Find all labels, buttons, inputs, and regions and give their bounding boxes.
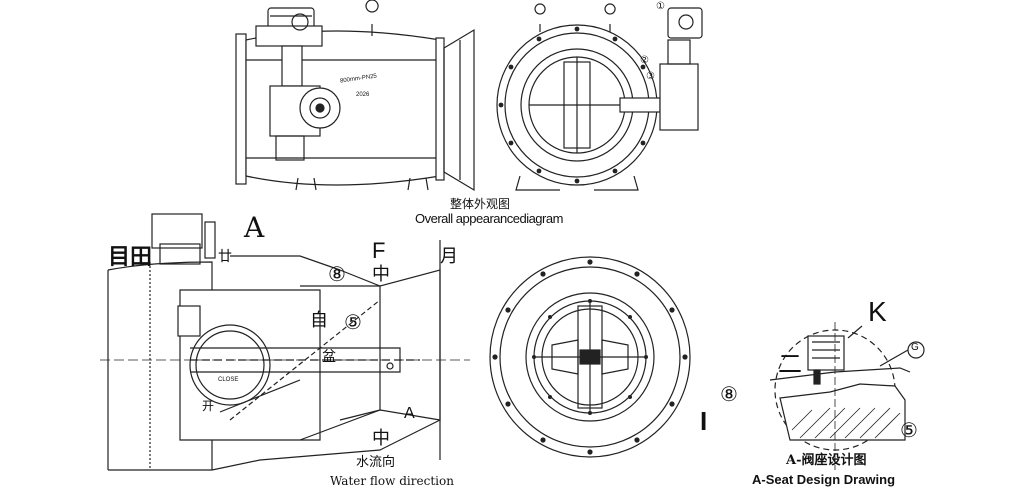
seat-caption-en: A-Seat Design Drawing (752, 472, 896, 487)
nameplate-year-text: 2026 (356, 92, 370, 98)
seat-caption-cn: A-阀座设计图 (786, 453, 867, 468)
mark-A-top: A (244, 211, 265, 244)
flow-direction-cn: 水流向 (356, 455, 396, 470)
mark-zhong-bottom: 中 (372, 428, 390, 449)
section-cut-mark: I (700, 406, 708, 436)
front-sectional-view (489, 256, 691, 458)
detail-mark-five: ⑤ (900, 418, 918, 442)
mark-pen: 盆 (322, 349, 336, 365)
mark-zi: 自 (310, 310, 328, 331)
mark-F: F (372, 238, 386, 263)
mark-A-bottom: A (404, 405, 415, 422)
top-side-exterior-view (235, 0, 475, 192)
flow-direction-en: Water flow direction (330, 474, 454, 488)
mark-zhong-top: 中 (372, 264, 390, 285)
overall-caption-cn: 整体外观图 (450, 197, 511, 211)
callout-2: ② (640, 55, 649, 66)
callout-1: ① (656, 1, 665, 12)
callout-3: ③ (646, 71, 655, 82)
close-text: CLOSE (218, 377, 239, 383)
detail-mark-G: G (911, 342, 919, 353)
detail-mark-eight: ⑧ (720, 382, 738, 406)
mark-eight: ⑧ (328, 262, 346, 286)
mark-five: ⑤ (344, 310, 362, 334)
mark-twenty: 廿 (218, 249, 232, 265)
detail-mark-K: K (868, 296, 887, 327)
sectional-side-view (100, 213, 470, 471)
mark-open: 开 (202, 399, 215, 413)
top-front-exterior-view (496, 3, 703, 191)
mark-left-box: 目田 (108, 244, 153, 270)
overall-caption-en: Overall appearancediagram (415, 211, 563, 226)
detail-mark-er: 二 (778, 350, 802, 378)
mark-yue: 月 (440, 246, 458, 267)
seat-detail-view (769, 322, 925, 470)
